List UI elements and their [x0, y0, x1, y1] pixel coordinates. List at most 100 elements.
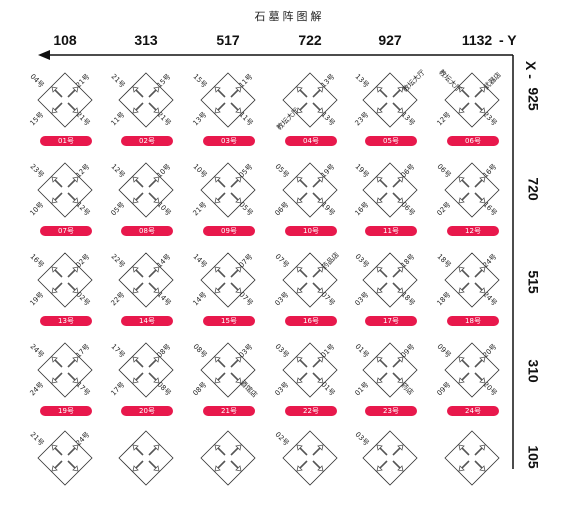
diamond-outline: [200, 72, 256, 128]
exit-arrow: [67, 372, 77, 382]
exit-arrowhead: [397, 176, 404, 183]
exit-arrow: [67, 178, 77, 188]
exit-arrow: [392, 358, 402, 368]
tomb-number-badge: 02号: [121, 136, 173, 146]
tomb-diamond: [444, 252, 500, 308]
exit-arrow: [312, 192, 322, 202]
exit-arrow: [312, 178, 322, 188]
diamond-outline: [200, 342, 256, 398]
exit-arrow: [216, 446, 226, 456]
exit-arrow: [148, 178, 158, 188]
tomb-diamond: [282, 72, 338, 128]
top-axis-arrowhead: [38, 50, 50, 60]
exit-arrow: [216, 178, 226, 188]
exit-arrow: [148, 358, 158, 368]
exit-arrowhead: [317, 197, 324, 204]
exit-arrow: [474, 268, 484, 278]
exit-arrowhead: [397, 107, 404, 114]
exit-arrowhead: [376, 107, 383, 114]
exit-arrowhead: [296, 266, 303, 273]
exit-arrowhead: [132, 176, 139, 183]
exit-arrowhead: [296, 107, 303, 114]
diamond-outline: [362, 430, 418, 486]
tomb-cell[interactable]: 02号: [270, 426, 350, 518]
tomb-number-badge: 03号: [203, 136, 255, 146]
tomb-number-badge: 14号: [121, 316, 173, 326]
x-axis-tick-label: 1132: [461, 32, 493, 48]
exit-arrow: [148, 460, 158, 470]
exit-arrowhead: [317, 107, 324, 114]
exit-arrowhead: [235, 86, 242, 93]
exit-arrowhead: [317, 444, 324, 451]
exit-arrowhead: [72, 176, 79, 183]
exit-arrowhead: [479, 86, 486, 93]
exit-arrowhead: [376, 356, 383, 363]
tomb-number-badge: 15号: [203, 316, 255, 326]
tomb-diamond: [118, 162, 174, 218]
tomb-diamond: [444, 342, 500, 398]
exit-arrowhead: [296, 356, 303, 363]
tomb-cell[interactable]: [106, 426, 186, 518]
exit-arrow: [298, 460, 308, 470]
exit-arrow: [392, 268, 402, 278]
exit-arrow: [474, 282, 484, 292]
tomb-cell[interactable]: [188, 426, 268, 518]
tomb-number-badge: 01号: [40, 136, 92, 146]
exit-arrow: [378, 446, 388, 456]
exit-arrowhead: [51, 86, 58, 93]
exit-arrow: [474, 358, 484, 368]
y-axis-tick-label: 105: [525, 445, 542, 469]
exit-arrowhead: [153, 86, 160, 93]
exit-arrowhead: [376, 266, 383, 273]
diamond-outline: [444, 72, 500, 128]
exit-arrow: [298, 282, 308, 292]
exit-arrowhead: [376, 197, 383, 204]
exit-arrowhead: [235, 444, 242, 451]
exit-arrow: [216, 372, 226, 382]
tomb-number-badge: 13号: [40, 316, 92, 326]
exit-arrowhead: [397, 287, 404, 294]
exit-arrow: [378, 178, 388, 188]
exit-arrowhead: [132, 356, 139, 363]
diamond-outline: [444, 162, 500, 218]
tomb-number-badge: 21号: [203, 406, 255, 416]
tomb-cell[interactable]: [432, 426, 512, 518]
exit-arrowhead: [317, 287, 324, 294]
tomb-cell[interactable]: 03号: [350, 426, 430, 518]
exit-arrow: [392, 102, 402, 112]
exit-arrowhead: [153, 377, 160, 384]
exit-arrowhead: [214, 197, 221, 204]
exit-arrow: [474, 102, 484, 112]
diamond-outline: [37, 72, 93, 128]
exit-arrow: [230, 460, 240, 470]
exit-arrow: [298, 192, 308, 202]
diamond-outline: [444, 430, 500, 486]
exit-arrowhead: [235, 107, 242, 114]
exit-arrow: [134, 102, 144, 112]
